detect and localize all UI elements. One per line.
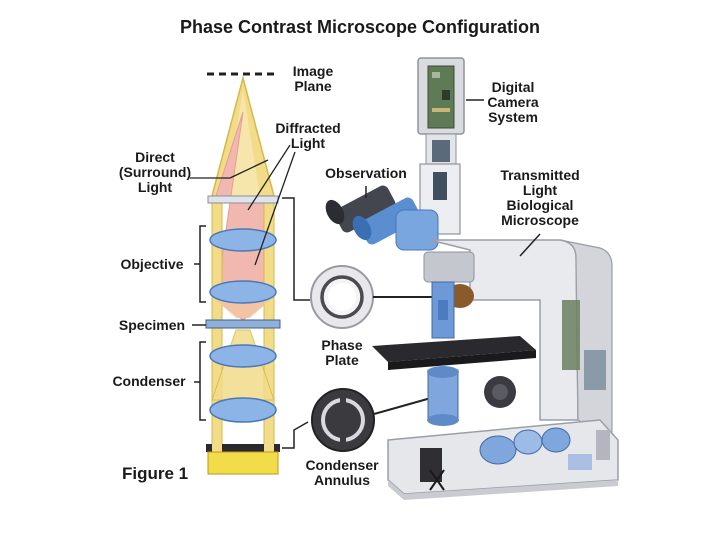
label-diffracted-light: Diffracted Light xyxy=(275,120,341,151)
leader-diffracted-1 xyxy=(247,144,291,211)
annulus-bracket xyxy=(282,421,309,449)
objective-bracket xyxy=(194,225,206,303)
label-direct-light: Direct (Surround) Light xyxy=(118,149,192,195)
figure-label: Figure 1 xyxy=(122,464,189,483)
label-condenser-annulus: Condenser Annulus xyxy=(305,457,379,488)
base-lens-1 xyxy=(479,435,517,465)
label-observation: Observation xyxy=(325,165,407,181)
optical-path xyxy=(190,72,310,475)
condenser-lens-upper xyxy=(209,344,277,368)
diagram-title: Phase Contrast Microscope Configuration xyxy=(179,17,541,37)
base-lens-2 xyxy=(513,429,543,455)
condenser-bracket xyxy=(194,341,206,421)
leader-direct-2 xyxy=(229,159,269,179)
label-phase-plate: Phase Plate xyxy=(321,337,363,368)
phase-plate-glass xyxy=(207,195,279,204)
camera-circuit-board xyxy=(427,65,455,129)
annulus-slot-right xyxy=(264,444,274,452)
microscope-illustration xyxy=(325,57,619,500)
label-microscope: Transmitted Light Biological Microscope xyxy=(500,167,580,228)
annulus-bar xyxy=(206,444,280,452)
stage xyxy=(372,336,536,362)
phase-plate-bracket xyxy=(282,197,310,301)
lamp xyxy=(207,451,279,475)
leader-diffracted-2 xyxy=(254,151,296,266)
label-digital-camera: Digital Camera System xyxy=(487,79,539,125)
arm-circuit xyxy=(562,300,580,370)
specimen-slide xyxy=(205,319,281,329)
objective-lens-lower xyxy=(209,280,277,304)
condenser-lens-lower xyxy=(209,397,277,423)
leader-microscope xyxy=(519,233,541,257)
label-specimen: Specimen xyxy=(118,317,186,333)
phase-plate-disc xyxy=(310,265,374,329)
label-objective: Objective xyxy=(120,256,184,272)
label-image-plane: Image Plane xyxy=(292,63,334,94)
label-condenser: Condenser xyxy=(112,373,186,389)
specimen-convergence xyxy=(216,300,270,318)
base-lens-3 xyxy=(541,427,571,453)
nosepiece xyxy=(423,251,475,283)
annulus-slot-left xyxy=(212,444,222,452)
annulus-pointer xyxy=(373,395,439,415)
objective-lens-upper xyxy=(209,228,277,252)
eyepieces xyxy=(325,185,439,251)
condenser-annulus-disc xyxy=(311,388,375,452)
